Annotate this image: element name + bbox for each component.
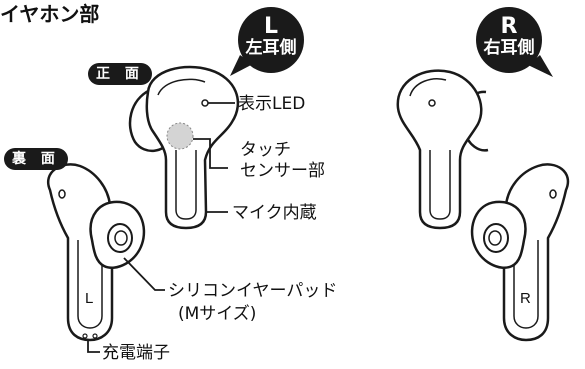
touch-sensor-area	[166, 122, 194, 150]
left-ear-side-label: 左耳側	[245, 38, 297, 58]
back-view-tag: 裏 面	[4, 148, 68, 170]
left-ear-letter: L	[263, 14, 279, 39]
charging-label: 充電端子	[102, 343, 170, 363]
eartip-leader	[123, 257, 165, 291]
mic-label: マイク内蔵	[232, 203, 317, 223]
right-ear-bubble	[476, 7, 553, 77]
right-bud-letter: R	[520, 290, 531, 307]
touch-label-line1: タッチ	[240, 140, 291, 160]
right-ear-side-label: 右耳側	[483, 38, 535, 58]
section-title: イヤホン部	[0, 2, 100, 26]
front-view-tag: 正 面	[88, 63, 152, 85]
right-earbud-back	[470, 163, 570, 342]
left-bud-letter: L	[85, 290, 94, 307]
right-ear-callout: R 右耳側	[474, 14, 544, 59]
eartip-label-line2: (Mサイズ)	[178, 304, 257, 324]
eartip-label-line1: シリコンイヤーパッド	[168, 281, 338, 301]
touch-leader	[193, 138, 228, 169]
left-ear-bubble	[230, 7, 304, 76]
touch-label-line2: センサー部	[240, 161, 325, 181]
led-label: 表示LED	[238, 94, 306, 114]
left-earbud-front	[128, 65, 240, 230]
right-earbud-front	[396, 69, 489, 230]
left-ear-callout: L 左耳側	[236, 14, 306, 59]
right-ear-letter: R	[500, 14, 518, 39]
left-earbud-back	[47, 163, 146, 342]
charging-leader	[87, 340, 100, 353]
